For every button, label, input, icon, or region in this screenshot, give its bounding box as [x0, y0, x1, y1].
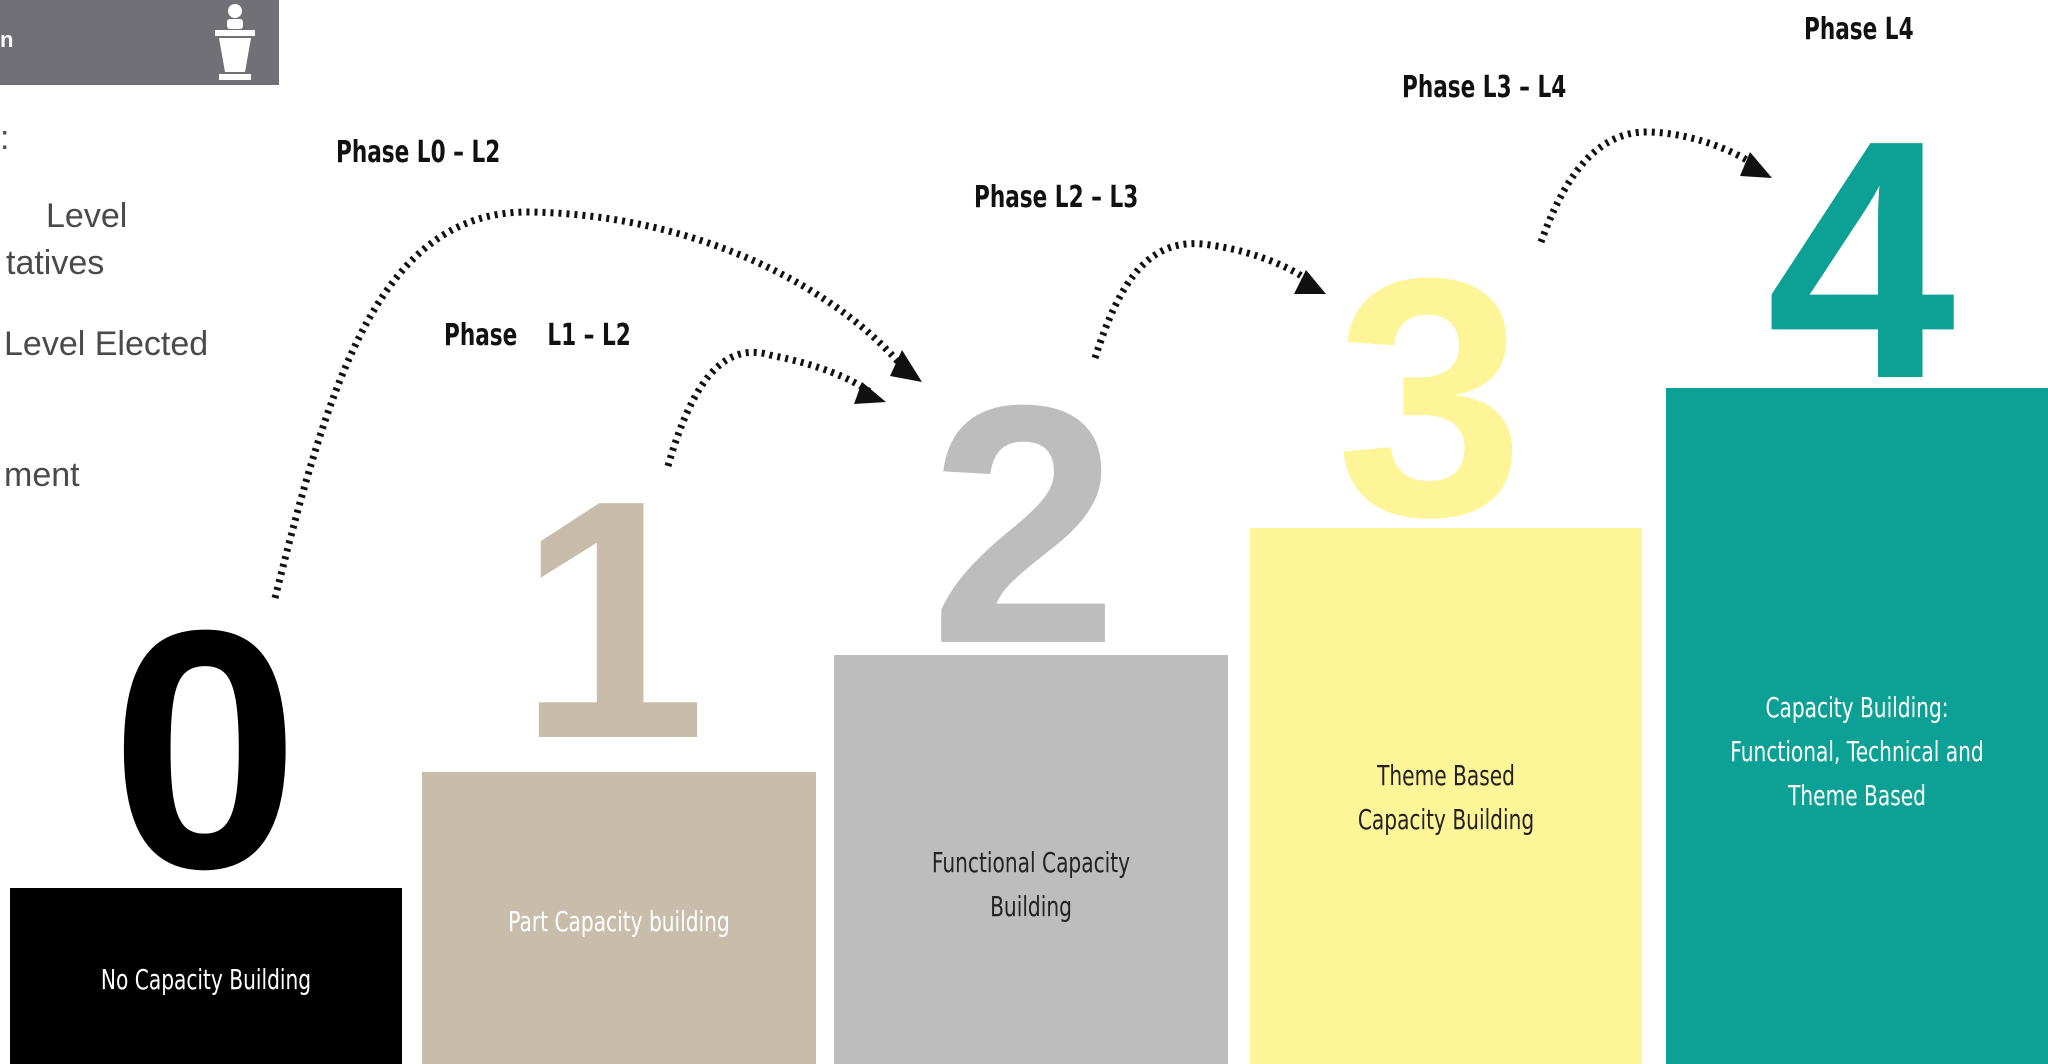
side-item-tatives: tatives	[6, 244, 105, 282]
step-1: 1 Part Capacity building	[422, 450, 816, 1064]
phase-label-l3-l4: Phase L3 – L4	[1402, 70, 1567, 105]
arrowhead-l3-l4	[1740, 152, 1772, 178]
phase-label-l4: Phase L4	[1804, 12, 1914, 47]
arrow-l1-l2	[664, 348, 873, 467]
arrow-l2-l3	[1091, 240, 1315, 360]
step-2: 2 Functional Capacity Building	[834, 355, 1228, 1064]
step-3-digit: 3	[1335, 208, 1525, 588]
step-1-digit: 1	[517, 430, 707, 810]
step-2-digit: 2	[929, 335, 1119, 715]
step-3-label: Theme Based Capacity Building	[1357, 759, 1535, 836]
step-0-label: No Capacity Building	[100, 963, 312, 996]
step-1-label: Part Capacity building	[508, 905, 730, 938]
side-text-list: : Level tatives Level Elected ment	[0, 0, 280, 520]
arrowhead-l1-l2	[854, 382, 886, 404]
header-bar: n	[0, 0, 279, 85]
step-3: 3 Theme Based Capacity Building	[1250, 228, 1642, 1064]
arrow-l0-l2	[271, 208, 908, 599]
step-4-digit: 4	[1766, 70, 1956, 450]
step-0-block	[10, 888, 402, 1064]
step-0: 0 No Capacity Building	[10, 580, 402, 1064]
podium-speaker-icon	[215, 4, 255, 80]
side-item-level: Level	[46, 197, 128, 235]
arrowhead-l0-l2	[890, 350, 922, 382]
step-4: 4 Capacity Building: Functional, Technic…	[1666, 90, 2048, 1064]
side-item-ment: ment	[4, 456, 80, 494]
step-2-block	[834, 655, 1228, 1064]
step-4-block	[1666, 388, 2048, 1064]
header-label: n	[0, 27, 14, 52]
step-3-block	[1250, 528, 1642, 1064]
side-item-level-elected: Level Elected	[4, 325, 209, 363]
side-item-colon: :	[0, 119, 10, 157]
arrowhead-l2-l3	[1294, 270, 1326, 294]
phase-label-l1-l2: Phase L1 – L2	[444, 318, 631, 353]
phase-label-l2-l3: Phase L2 – L3	[974, 180, 1139, 215]
step-1-block	[422, 772, 816, 1064]
arrow-l3-l4	[1537, 128, 1757, 244]
step-0-digit: 0	[110, 560, 300, 940]
phase-label-l0-l2: Phase L0 – L2	[336, 135, 501, 170]
step-2-label: Functional Capacity Building	[931, 846, 1131, 923]
step-4-label: Capacity Building: Functional, Technical…	[1730, 691, 1984, 812]
